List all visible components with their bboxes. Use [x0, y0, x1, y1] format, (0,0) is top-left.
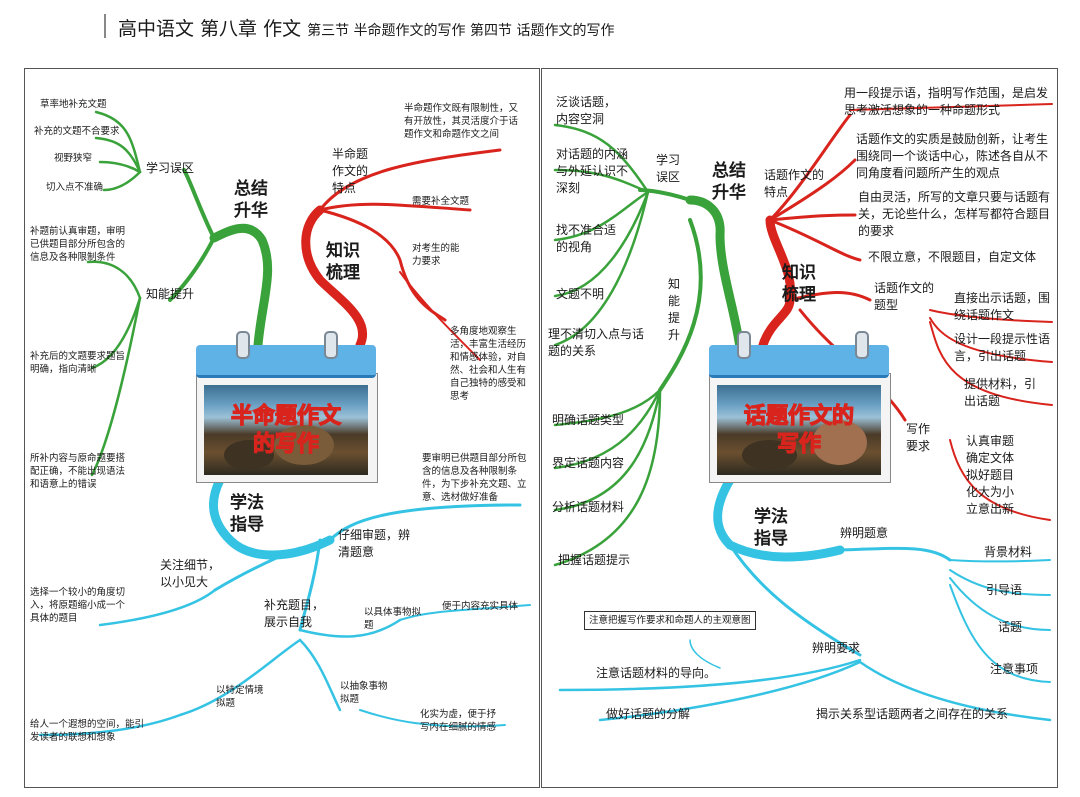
left-concrete-desc: 便于内容充实具体: [442, 601, 519, 612]
left-abstract-desc: 化实为虚，便于抒写内在细腻的情感: [420, 709, 497, 733]
right-feature-item: 不限立意，不限题目，自定文体: [868, 250, 1037, 264]
right-method-label: 学法指导: [754, 507, 788, 549]
chapter-title: 高中语文 第八章 作文: [118, 18, 302, 40]
left-knowledge-label: 知识梳理: [326, 241, 360, 283]
right-feature-item: 自由灵活，所写的文章只要与话题有关，无论些什么，怎样写都符合题目的要求: [858, 190, 1051, 238]
left-summary-label: 总结升华: [234, 179, 268, 221]
right-type-item: 直接出示话题，围绕话题作文: [954, 291, 1051, 322]
left-situation-desc: 给人一个遐想的空间，能引发读者的联想和想象: [30, 719, 145, 743]
right-requirements-relation: 揭示关系型话题两者之间存在的关系: [816, 707, 1009, 721]
right-clarify-item: 注意事项: [990, 662, 1039, 676]
left-mistake-item: 草率地补充文题: [40, 99, 107, 110]
right-knowledge-label: 知识梳理: [782, 263, 816, 305]
right-features-label: 话题作文的特点: [764, 168, 825, 199]
calendar-ring-icon: [236, 331, 250, 359]
left-center-title: 半命题作文的写作: [230, 403, 341, 457]
right-feature-item: 话题作文的实质是鼓励创新，让考生围绕同一个谈话中心，陈述各自从不同角度看问题所产…: [856, 132, 1049, 180]
section-title: 第三节 半命题作文的写作 第四节 话题作文的写作: [307, 23, 615, 39]
left-mistakes-label: 学习误区: [146, 161, 195, 175]
right-clarify-item: 引导语: [986, 583, 1023, 597]
right-ability-item: 把握话题提示: [558, 553, 631, 567]
right-clarify-label: 辨明题意: [840, 526, 889, 540]
left-review-desc: 要审明已供题目部分所包含的信息及各种限制条件，为下步补充文题、立意、选材做好准备: [422, 453, 527, 503]
left-concrete-label: 以具体事物拟题: [364, 607, 422, 631]
right-requirements-decompose: 做好话题的分解: [606, 707, 691, 721]
left-features-need: 需要补全文题: [412, 196, 470, 207]
right-requirements-label: 辨明要求: [812, 641, 861, 655]
rock-shape: [274, 425, 334, 465]
calendar-ring-icon: [324, 331, 338, 359]
right-requirements-note: 注意把握写作要求和命题人的主观意图: [584, 611, 756, 630]
right-mistake-item: 对话题的内涵与外延认识不深刻: [556, 147, 629, 195]
stone-photo: [204, 385, 368, 475]
left-review-label: 仔细审题，辨清题意: [338, 528, 411, 559]
left-ability-item: 补充后的文题要求题旨明确，指向清晰: [30, 351, 126, 375]
right-type-item: 设计一段提示性语言，引出话题: [954, 332, 1051, 363]
right-mistakes-label: 学习误区: [656, 153, 681, 184]
right-center-calendar: 话题作文的写作: [709, 331, 891, 483]
left-mistake-item: 视野狭窄: [54, 153, 93, 164]
right-center-title: 话题作文的写作: [743, 403, 855, 457]
right-ability-item: 界定话题内容: [552, 456, 625, 470]
calendar-ring-icon: [855, 331, 869, 359]
left-detail-label: 关注细节，以小见大: [160, 558, 221, 589]
right-mistake-item: 理不清切入点与话题的关系: [548, 327, 645, 358]
right-types-label: 话题作文的题型: [874, 281, 935, 312]
right-ability-item: 明确话题类型: [552, 413, 625, 427]
rock-shape: [812, 420, 867, 465]
stone-photo: [717, 385, 881, 475]
left-ability-req-label: 对考生的能力要求: [412, 243, 460, 267]
left-situation-label: 以特定情境拟题: [216, 685, 264, 709]
right-mistake-item: 找不准合适的视角: [556, 223, 617, 254]
left-method-label: 学法指导: [230, 493, 264, 535]
rock-shape: [224, 440, 274, 470]
right-writing-desc: 认真审题确定文体拟好题目化大为小立意出新: [966, 434, 1015, 516]
left-ability-item: 所补内容与原命题要搭配正确，不能出现语法和语意上的错误: [30, 453, 126, 490]
calendar-header: [196, 345, 376, 378]
right-requirements-guide: 注意话题材料的导向。: [596, 666, 717, 680]
left-detail-desc: 选择一个较小的角度切入，将原题缩小成一个具体的题目: [30, 587, 126, 624]
right-feature-item: 用一段提示语，指明写作范围，是启发思考激活想象的一种命题形式: [844, 86, 1049, 117]
right-mistake-item: 泛谈话题，内容空洞: [556, 95, 617, 126]
left-features-label: 半命题作文的特点: [332, 147, 369, 195]
right-type-item: 提供材料，引出话题: [964, 377, 1037, 408]
right-ability-item: 分析话题材料: [552, 500, 625, 514]
calendar-ring-icon: [737, 331, 751, 359]
header-divider: [104, 14, 106, 38]
left-center-calendar: 半命题作文的写作: [196, 331, 378, 483]
left-complete-label: 补充题目，展示自我: [264, 598, 325, 629]
right-writing-label: 写作要求: [906, 422, 931, 453]
right-ability-label: 知能提升: [668, 277, 681, 342]
left-mistake-item: 切入点不准确: [46, 182, 104, 193]
right-clarify-item: 背景材料: [984, 545, 1033, 559]
left-ability-req-desc: 多角度地观察生活，丰富生活经历和情感体验，对自然、社会和人生有自己独特的感受和思…: [450, 326, 527, 402]
rock-shape: [742, 440, 797, 470]
page-header: 高中语文 第八章 作文第三节 半命题作文的写作 第四节 话题作文的写作: [118, 14, 614, 41]
right-mistake-item: 文题不明: [556, 287, 605, 301]
left-ability-item: 补题前认真审题，审明已供题目部分所包含的信息及各种限制条件: [30, 226, 126, 263]
left-features-desc: 半命题作文既有限制性，又有开放性，其灵活度介于话题作文和命题作文之间: [404, 103, 519, 140]
left-abstract-label: 以抽象事物拟题: [340, 681, 388, 705]
left-mistake-item: 补充的文题不合要求: [34, 126, 120, 137]
left-ability-label: 知能提升: [146, 287, 195, 301]
right-summary-label: 总结升华: [712, 161, 746, 203]
right-clarify-item: 话题: [998, 620, 1023, 634]
